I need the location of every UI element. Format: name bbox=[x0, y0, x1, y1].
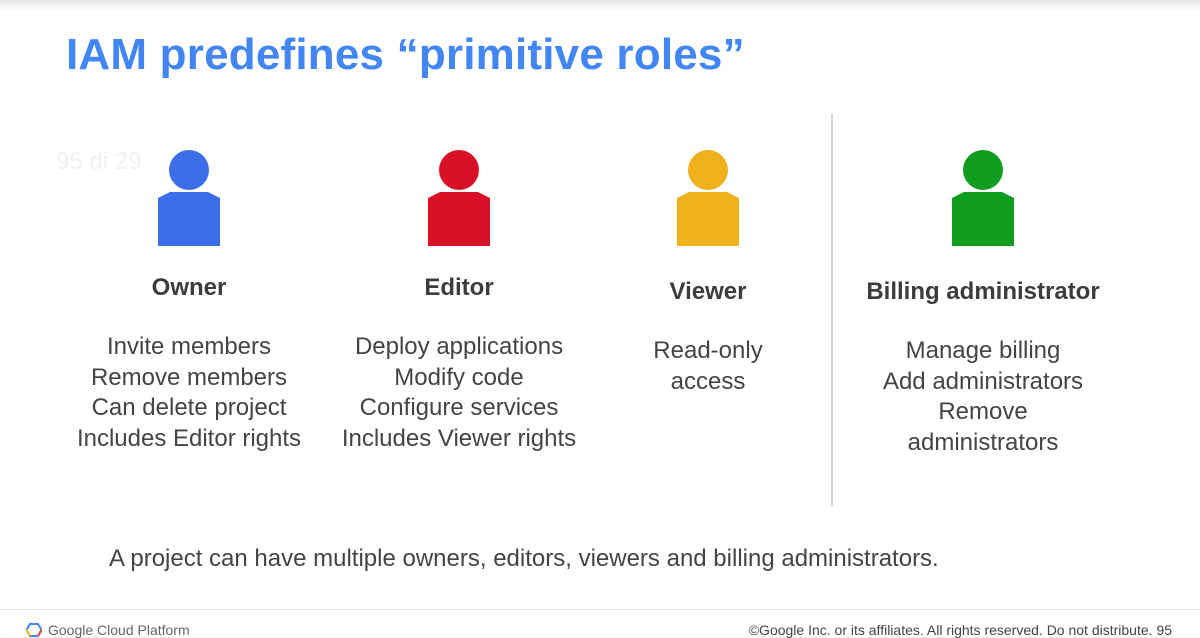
role-name-owner: Owner bbox=[151, 274, 227, 301]
google-cloud-hexagon-icon bbox=[26, 623, 42, 637]
role-description-billing-administrator: Manage billing Add administrators Remove… bbox=[848, 336, 1118, 458]
role-viewer: Viewer Read-only access bbox=[608, 150, 808, 397]
role-editor: Editor Deploy applications Modify code C… bbox=[326, 150, 592, 454]
editor-permission: Deploy applications bbox=[354, 333, 564, 360]
owner-permission: Can delete project bbox=[91, 394, 287, 421]
role-name-editor: Editor bbox=[424, 274, 494, 301]
viewer-permission: Read-only bbox=[653, 337, 763, 364]
editor-permission: Modify code bbox=[394, 363, 524, 391]
role-name-billing-administrator: Billing administrator bbox=[866, 278, 1100, 305]
role-description-owner: Invite members Remove members Can delete… bbox=[58, 332, 320, 454]
owner-person-icon bbox=[158, 150, 220, 246]
role-owner: Owner Invite members Remove members Can … bbox=[58, 150, 320, 454]
editor-permission: Includes Viewer rights bbox=[341, 424, 577, 452]
owner-permission: Remove members bbox=[90, 363, 288, 391]
google-cloud-platform-logo: Google Cloud Platform bbox=[26, 622, 190, 638]
billing-administrator-permission: administrators bbox=[907, 428, 1059, 456]
viewer-permission: access bbox=[670, 367, 746, 395]
billing-administrator-permission: Remove bbox=[938, 398, 1028, 425]
window-top-edge bbox=[0, 0, 1200, 12]
billing-administrator-permission: Add administrators bbox=[882, 367, 1084, 395]
slide-title: IAM predefines “primitive roles” bbox=[66, 30, 745, 79]
footer-divider bbox=[0, 609, 1200, 610]
google-cloud-platform-wordmark: Google Cloud Platform bbox=[48, 622, 190, 638]
role-description-viewer: Read-only access bbox=[608, 336, 808, 397]
copyright-notice: ©Google Inc. or its affiliates. All righ… bbox=[748, 622, 1172, 638]
editor-person-icon bbox=[428, 150, 490, 246]
owner-permission: Includes Editor rights bbox=[76, 424, 302, 452]
viewer-person-icon bbox=[677, 150, 739, 246]
billing-administrator-person-icon bbox=[952, 150, 1014, 246]
owner-permission: Invite members bbox=[106, 333, 272, 360]
role-description-editor: Deploy applications Modify code Configur… bbox=[326, 332, 592, 454]
page-indicator: 95 di 29 bbox=[56, 148, 142, 175]
slide-note: A project can have multiple owners, edit… bbox=[109, 545, 939, 572]
billing-administrator-permission: Manage billing bbox=[905, 337, 1061, 364]
role-billing-administrator: Billing administrator Manage billing Add… bbox=[848, 150, 1118, 458]
role-name-viewer: Viewer bbox=[669, 278, 747, 305]
column-divider bbox=[831, 114, 833, 506]
editor-permission: Configure services bbox=[359, 394, 559, 421]
